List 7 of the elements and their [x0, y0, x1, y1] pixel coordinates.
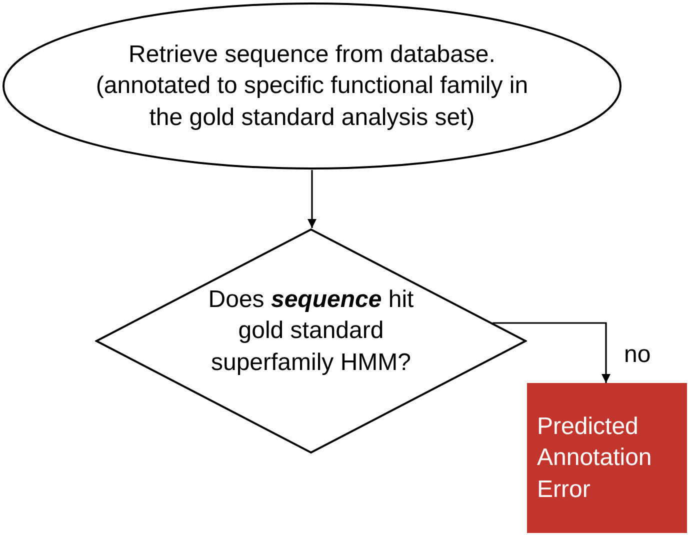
- node-label: Retrieve sequence from database.: [128, 40, 496, 70]
- error-box: [527, 383, 687, 533]
- arrow: [492, 322, 610, 383]
- arrow: [308, 170, 316, 228]
- node-label: Does sequence hit gold standard superfamily HMM?: [207, 285, 415, 378]
- node-label: (annotated to specific functional family in the gold standard analysis set): [94, 71, 530, 133]
- box-label: Predicted Annotation Error: [537, 412, 653, 505]
